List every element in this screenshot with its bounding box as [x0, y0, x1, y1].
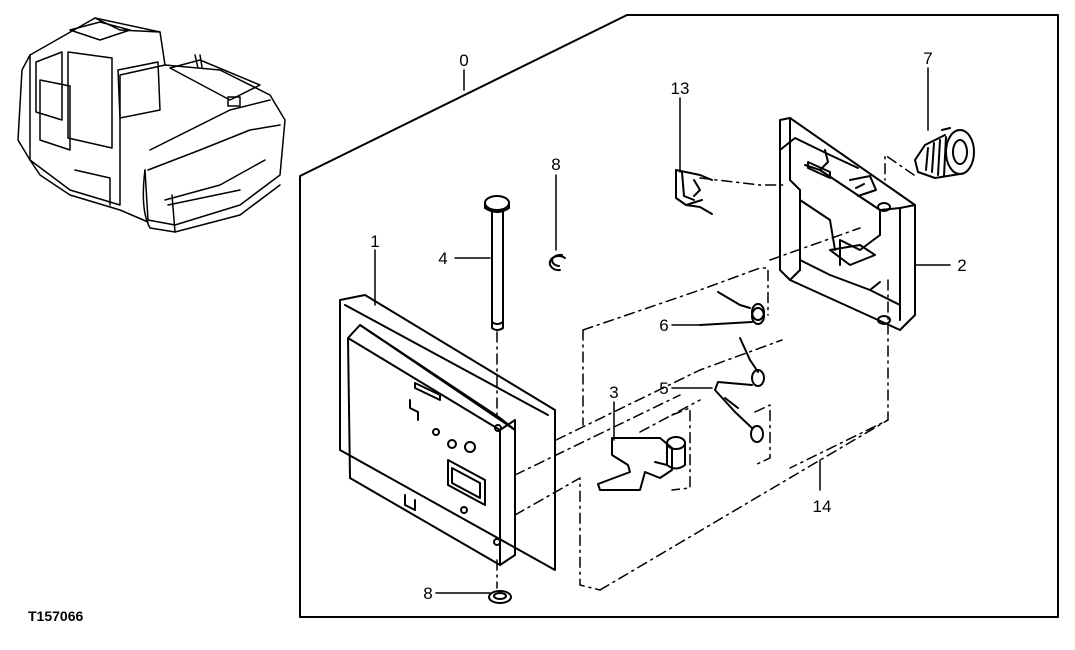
callout-8-upper: 8: [551, 155, 560, 174]
retaining-ring-lower: [488, 590, 512, 604]
callout-1: 1: [370, 232, 379, 251]
assembly-leader-lines: [496, 154, 915, 591]
junction-box: [339, 294, 556, 571]
lock-cylinder-cap: [914, 127, 975, 179]
callout-2: 2: [957, 256, 966, 275]
callout-6: 6: [659, 316, 668, 335]
retaining-ring-upper: [548, 253, 566, 272]
figure-id: T157066: [28, 608, 84, 624]
machine-locator-illustration: [17, 17, 286, 233]
spring-clip: [675, 169, 713, 215]
callout-3: 3: [609, 383, 618, 402]
callout-0: 0: [459, 51, 468, 70]
callout-14: 14: [813, 497, 832, 516]
torsion-spring-lower: [714, 337, 765, 443]
assembly-boundary: [299, 14, 1059, 618]
callout-7: 7: [923, 49, 932, 68]
callout-4: 4: [438, 249, 447, 268]
torsion-spring-upper: [699, 291, 765, 326]
callout-leaders: [374, 67, 951, 594]
callout-5: 5: [659, 379, 668, 398]
latch: [597, 436, 686, 491]
latch-bracket: [779, 117, 916, 331]
hinge-pin: [484, 195, 510, 331]
callout-8-lower: 8: [423, 584, 432, 603]
callout-13: 13: [671, 79, 690, 98]
